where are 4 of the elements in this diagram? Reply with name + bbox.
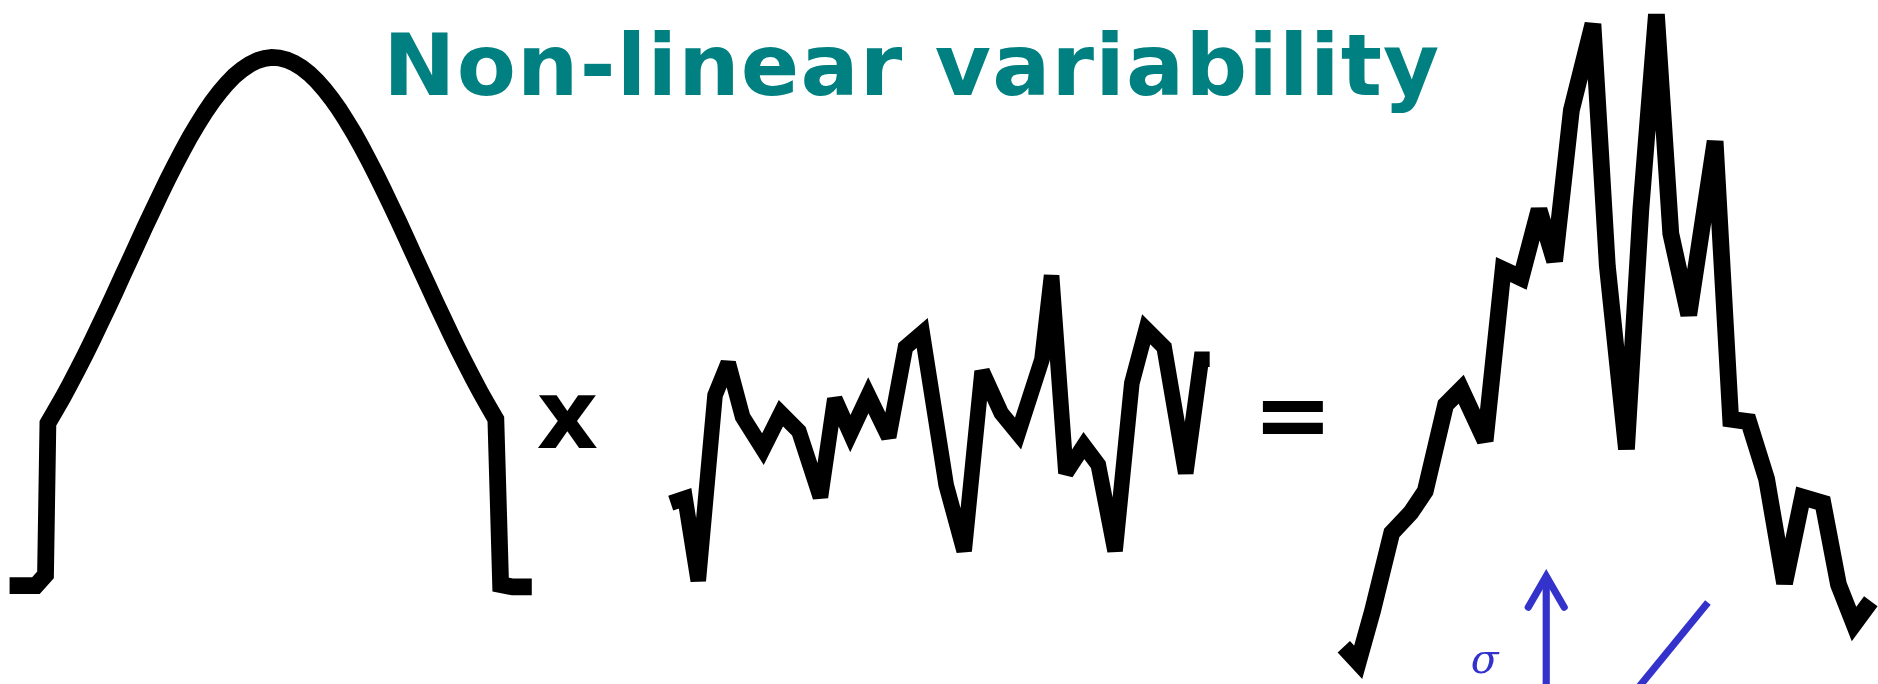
sigma-label: σ — [1470, 634, 1499, 683]
title: Non-linear variability — [383, 14, 1441, 115]
multiply-sign: x — [536, 359, 599, 471]
equals-sign: = — [1252, 359, 1334, 471]
